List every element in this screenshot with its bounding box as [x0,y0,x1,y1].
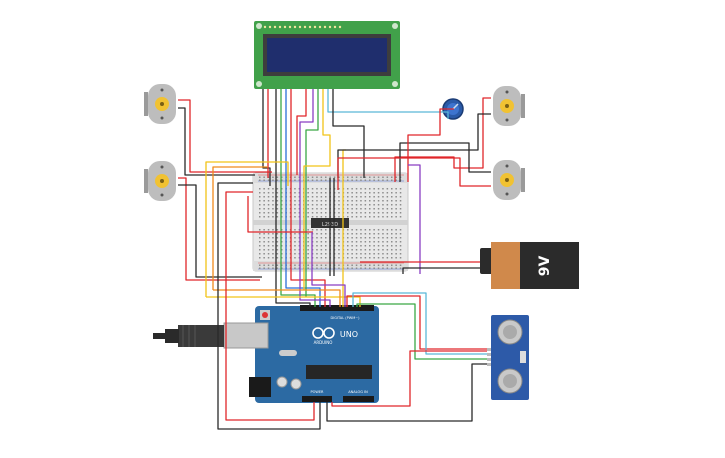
wire [205,161,289,297]
wire [352,292,487,355]
motor-mid-left[interactable] [144,161,176,201]
wire [275,89,311,307]
motor-mid-right[interactable] [493,160,525,200]
wire [217,182,321,430]
wire [332,89,365,178]
wire [337,157,491,190]
wire [408,164,421,274]
motor-top-right[interactable] [493,86,525,126]
battery-9v[interactable]: 9V [480,242,579,289]
wire [296,89,307,175]
wire [290,89,326,307]
wires [178,89,491,430]
arduino-uno[interactable]: ARDUINO UNO DIGITAL (PWM~) POWER ANALOG … [223,305,379,403]
arduino-power-header-label: POWER [311,390,325,394]
wire [212,166,268,290]
wire [356,303,487,360]
motor-top-left[interactable] [144,84,176,124]
wire [399,142,491,182]
wire [178,177,260,281]
arduino-model-label: UNO [340,330,358,339]
arduino-logo-icon [312,327,335,339]
battery-label: 9V [537,256,553,277]
wire [303,89,331,290]
wire [331,350,487,407]
wire [299,89,331,307]
usb-cable [153,325,224,347]
wire [178,107,255,176]
wire [213,289,341,307]
wire [407,108,454,182]
wire [346,295,487,350]
lcd-header-pins [263,25,342,29]
arduino-digital-header-label: DIGITAL (PWM~) [330,316,360,320]
wire [326,363,487,422]
arduino-brand-label: ARDUINO [314,340,333,345]
wire [178,99,272,173]
arduino-analog-header-label: ANALOG IN [348,390,368,394]
wire [402,267,480,274]
wire [178,184,262,278]
wire [311,232,346,307]
wire [305,89,319,297]
ultrasonic-sensor[interactable] [487,315,529,400]
lcd-display[interactable] [254,21,400,89]
wire [280,89,316,307]
wire [225,191,315,421]
wire [327,89,449,119]
wire [247,196,313,233]
wire [394,97,491,182]
wire [262,89,271,186]
